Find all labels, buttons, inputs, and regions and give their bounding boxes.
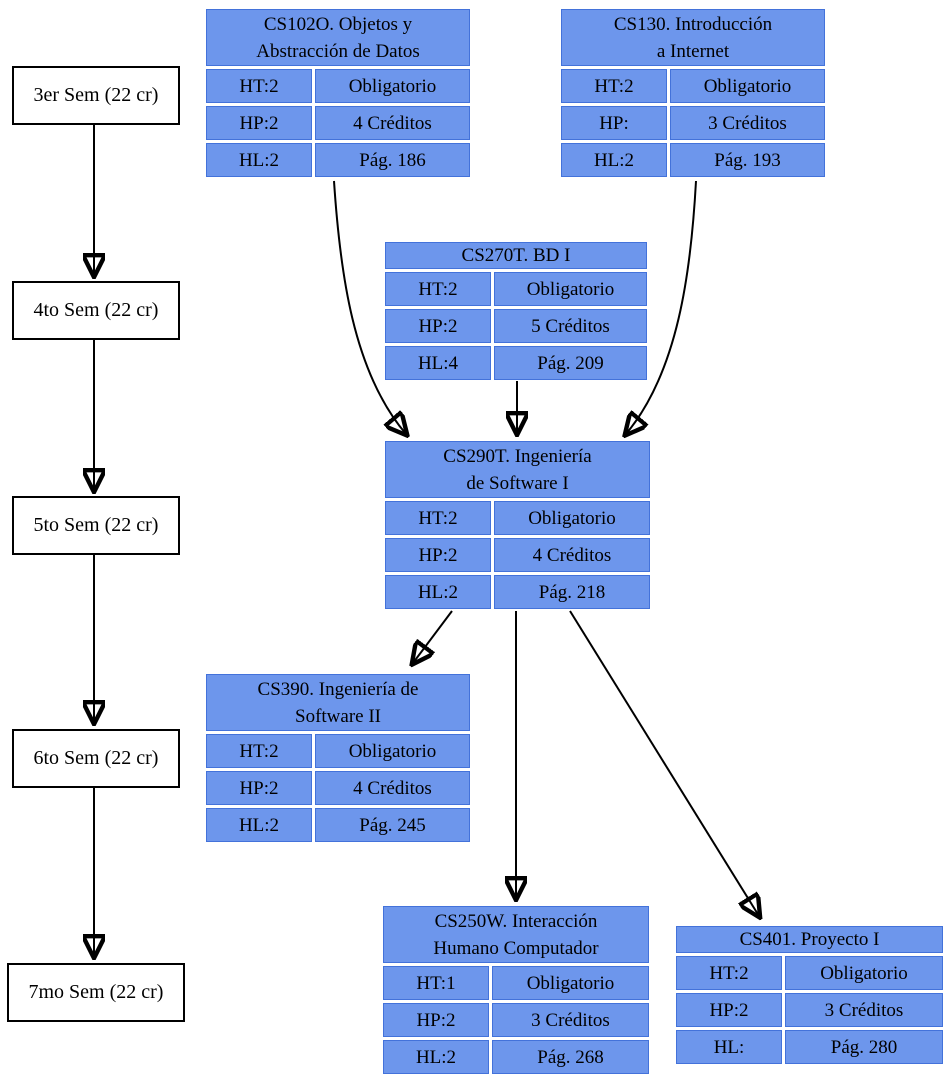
course-card-cs250w: CS250W. Interacción Humano Computador HT… <box>383 906 649 1074</box>
course-credits-cell: 3 Créditos <box>670 106 825 140</box>
course-page-cell: Pág. 268 <box>492 1040 649 1074</box>
course-type-cell: Obligatorio <box>494 272 647 306</box>
course-title: CS102O. Objetos y Abstracción de Datos <box>206 9 470 66</box>
course-hp-cell: HP:2 <box>206 771 312 805</box>
course-hl-cell: HL:2 <box>385 575 491 609</box>
course-ht-cell: HT:2 <box>385 501 491 535</box>
course-hl-cell: HL:2 <box>561 143 667 177</box>
course-ht-cell: HT:1 <box>383 966 489 1000</box>
course-ht-cell: HT:2 <box>676 956 782 990</box>
course-title: CS130. Introducción a Internet <box>561 9 825 66</box>
course-card-cs270t: CS270T. BD I HT:2 Obligatorio HP:2 5 Cré… <box>385 242 647 380</box>
course-title: CS270T. BD I <box>385 242 647 269</box>
course-credits-cell: 4 Créditos <box>315 771 470 805</box>
semester-label: 7mo Sem (22 cr) <box>28 981 164 1003</box>
course-ht-cell: HT:2 <box>206 734 312 768</box>
course-card-cs401: CS401. Proyecto I HT:2 Obligatorio HP:2 … <box>676 926 943 1064</box>
course-card-cs290t: CS290T. Ingeniería de Software I HT:2 Ob… <box>385 441 650 609</box>
course-credits-cell: 4 Créditos <box>315 106 470 140</box>
course-page-cell: Pág. 209 <box>494 346 647 380</box>
course-hp-cell: HP:2 <box>676 993 782 1027</box>
course-type-cell: Obligatorio <box>315 69 470 103</box>
course-hp-cell: HP:2 <box>385 538 491 572</box>
semester-label: 6to Sem (22 cr) <box>33 747 159 769</box>
course-page-cell: Pág. 193 <box>670 143 825 177</box>
course-card-cs102o: CS102O. Objetos y Abstracción de Datos H… <box>206 9 470 177</box>
course-hp-cell: HP: <box>561 106 667 140</box>
course-hl-cell: HL:2 <box>383 1040 489 1074</box>
course-type-cell: Obligatorio <box>785 956 943 990</box>
course-title: CS250W. Interacción Humano Computador <box>383 906 649 963</box>
course-type-cell: Obligatorio <box>670 69 825 103</box>
semester-label: 4to Sem (22 cr) <box>33 299 159 321</box>
course-type-cell: Obligatorio <box>492 966 649 1000</box>
course-type-cell: Obligatorio <box>315 734 470 768</box>
course-type-cell: Obligatorio <box>494 501 650 535</box>
course-page-cell: Pág. 186 <box>315 143 470 177</box>
course-ht-cell: HT:2 <box>206 69 312 103</box>
course-card-cs130: CS130. Introducción a Internet HT:2 Obli… <box>561 9 825 177</box>
course-hl-cell: HL:2 <box>206 808 312 842</box>
semester-node-4: 4to Sem (22 cr) <box>12 281 180 340</box>
course-hl-cell: HL: <box>676 1030 782 1064</box>
course-hp-cell: HP:2 <box>383 1003 489 1037</box>
course-credits-cell: 3 Créditos <box>785 993 943 1027</box>
course-ht-cell: HT:2 <box>385 272 491 306</box>
semester-node-5: 5to Sem (22 cr) <box>12 496 180 555</box>
course-title: CS390. Ingeniería de Software II <box>206 674 470 731</box>
course-hl-cell: HL:2 <box>206 143 312 177</box>
course-title: CS290T. Ingeniería de Software I <box>385 441 650 498</box>
edge-cs290t-cs390 <box>413 610 453 663</box>
course-credits-cell: 5 Créditos <box>494 309 647 343</box>
course-hp-cell: HP:2 <box>385 309 491 343</box>
edge-cs290t-cs401 <box>569 610 759 916</box>
course-ht-cell: HT:2 <box>561 69 667 103</box>
semester-node-6: 6to Sem (22 cr) <box>12 729 180 788</box>
semester-node-7: 7mo Sem (22 cr) <box>7 963 185 1022</box>
course-credits-cell: 4 Créditos <box>494 538 650 572</box>
semester-label: 5to Sem (22 cr) <box>33 514 159 536</box>
course-credits-cell: 3 Créditos <box>492 1003 649 1037</box>
semester-node-3: 3er Sem (22 cr) <box>12 66 180 125</box>
course-page-cell: Pág. 245 <box>315 808 470 842</box>
semester-label: 3er Sem (22 cr) <box>33 84 159 106</box>
course-title: CS401. Proyecto I <box>676 926 943 953</box>
course-hl-cell: HL:4 <box>385 346 491 380</box>
course-card-cs390: CS390. Ingeniería de Software II HT:2 Ob… <box>206 674 470 842</box>
course-page-cell: Pág. 280 <box>785 1030 943 1064</box>
course-page-cell: Pág. 218 <box>494 575 650 609</box>
course-hp-cell: HP:2 <box>206 106 312 140</box>
